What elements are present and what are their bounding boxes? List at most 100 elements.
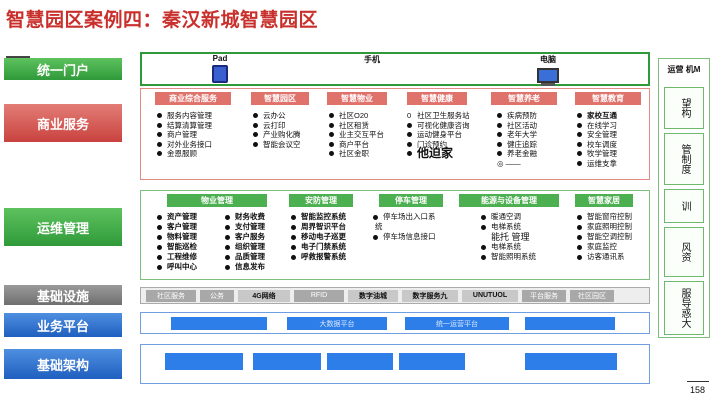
platform-panel: 大数据平台 统一运营平台 [140, 312, 650, 334]
business-header: 智慧健康 [407, 92, 467, 105]
right-box: 管制度 [664, 133, 704, 185]
category-portal: 统一门户 [4, 58, 122, 80]
category-ops: 运维管理 [4, 208, 122, 246]
right-box: 服导惑大 [664, 281, 704, 335]
ops-col-6: 智能窗帘控制 家庭照明控制 智能空调控制 家庭监控 访客通讯系 [577, 212, 632, 262]
list-item: 信息发布 [235, 262, 265, 271]
right-box: 风资 [664, 227, 704, 277]
list-item: 品质管理 [235, 252, 265, 261]
list-item: 暖通空调 [491, 212, 521, 221]
category-platform: 业务平台 [4, 313, 122, 337]
list-item: 门诊预约 [417, 139, 447, 149]
business-header: 智慧养老 [491, 92, 557, 105]
list-item: 业主交互平台 [339, 130, 384, 139]
list-item: 运动健身平台 [417, 130, 462, 139]
list-item: 商户平台 [339, 139, 369, 149]
arch-box [253, 353, 321, 370]
list-item: 安全管理 [587, 130, 617, 139]
page-number: 158 [690, 385, 706, 395]
list-item: 能托 管理 [491, 232, 530, 242]
ops-col-2: 财务收费 支付管理 客户服务 组织管理 品质管理 信息发布 [225, 212, 265, 272]
portal-label-phone: 手机 [364, 55, 380, 64]
business-header: 商业综合服务 [155, 92, 231, 105]
list-item: 停车场信息接口 [383, 232, 436, 241]
infra-panel: 社区服务 公务 4G网络 RFID 数字油城 数字服务九 UNUTUOL 平台服… [140, 287, 650, 304]
list-item: 产业购化腾 [263, 130, 301, 139]
category-infra: 基础设施 [4, 285, 122, 305]
list-item: 智能照明系统 [491, 252, 536, 261]
business-col-2: 云办公 云打印 产业购化腾 智能会议空 [253, 111, 301, 149]
list-item: 对外业务接口 [167, 139, 212, 149]
list-item: 财务收费 [235, 212, 265, 221]
list-marker: 0 [407, 111, 412, 120]
page-number-rule [687, 381, 709, 382]
business-col-6: 家校互通 在线学习 安全管理 校车调度 牧学管理 运维支拿 [577, 111, 617, 168]
list-item: 智能会议空 [263, 139, 301, 149]
ops-header: 物业管理 [167, 194, 267, 207]
list-item-extra: ◎ —— [497, 158, 521, 168]
list-item: 社区租赁 [339, 120, 369, 130]
platform-box: 大数据平台 [287, 317, 387, 330]
ops-header: 停车管理 [379, 194, 443, 207]
arch-box [327, 353, 393, 370]
list-item: 物料管理 [167, 232, 197, 241]
portal-item-phone: 手机 [364, 54, 380, 65]
portal-label-pad: Pad [212, 54, 228, 63]
list-item: 周界智识平台 [301, 222, 346, 231]
list-item: 家校互通 [587, 111, 617, 120]
category-business: 商业服务 [4, 104, 122, 142]
business-col-5: 疾病预防 社区活动 老年大学 健庄追踪 养老金融 ◎ —— [497, 111, 537, 168]
list-item: 他迫家 [417, 146, 454, 160]
list-item: 智能窗帘控制 [587, 212, 632, 221]
list-item: 电梯系统 [491, 242, 521, 251]
business-col-1: 服务内容管理 结算清算管理 商户管理 对外业务接口 金恩服顾 [157, 111, 212, 159]
list-item: 智能空调控制 [587, 232, 632, 241]
platform-box: 统一运营平台 [405, 317, 509, 330]
list-item: 电子门禁系统 [301, 242, 346, 251]
list-item: 牧学管理 [587, 149, 617, 158]
list-item: 服务内容管理 [167, 111, 212, 120]
ops-col-1: 资产管理 客户管理 物料管理 智能巡检 工程维修 呼叫中心 [157, 212, 197, 272]
ops-header: 能源与设备管理 [459, 194, 559, 207]
portal-label-computer: 电脑 [540, 55, 556, 64]
list-item: 健庄追踪 [507, 139, 537, 149]
right-column: 运营 机M 望构 管制度 训 风资 服导惑大 [658, 58, 710, 338]
list-item: 社区金职 [339, 149, 369, 158]
list-item: 家庭监控 [587, 242, 617, 251]
infra-chip: UNUTUOL [462, 289, 518, 302]
ops-header: 安防管理 [289, 194, 353, 207]
tablet-icon [212, 65, 228, 83]
arch-panel [140, 344, 650, 384]
infra-chip: 平台服务 [522, 289, 566, 302]
list-item: 客户管理 [167, 222, 197, 231]
ops-header: 智慧家居 [575, 194, 633, 207]
list-item: 疾病预防 [507, 111, 537, 120]
ops-col-3: 智能监控系统 周界智识平台 移动电子巡更 电子门禁系统 呼救报警系统 [291, 212, 346, 262]
arch-box [525, 353, 617, 370]
arch-box [399, 353, 465, 370]
title-underline [6, 56, 30, 58]
infra-chip: RFID [294, 289, 344, 302]
right-box: 望构 [664, 87, 704, 129]
list-item: 呼叫中心 [167, 262, 197, 271]
ops-panel: 物业管理 安防管理 停车管理 能源与设备管理 智慧家居 资产管理 客户管理 物料… [140, 190, 650, 280]
list-item: 呼救报警系统 [301, 252, 346, 261]
arch-box [165, 353, 243, 370]
platform-box [171, 317, 267, 330]
category-arch: 基础架构 [4, 349, 122, 379]
platform-box [525, 317, 615, 330]
business-panel: 商业综合服务 智慧园区 智慧物业 智慧健康 智慧养老 智慧教育 服务内容管理 结… [140, 88, 650, 180]
list-item: 客户服务 [235, 232, 265, 241]
business-header: 智慧教育 [575, 92, 641, 105]
list-item: 运维支拿 [587, 158, 617, 168]
computer-stand-icon [541, 83, 555, 86]
list-item: 金恩服顾 [167, 149, 197, 158]
business-header: 智慧物业 [327, 92, 387, 105]
list-item: 社区卫生服务站 [417, 111, 470, 120]
list-item: 移动电子巡更 [301, 232, 346, 241]
list-item: 社区活动 [507, 120, 537, 130]
list-item: 养老金融 [507, 149, 537, 158]
list-item: 云办公 [263, 111, 286, 120]
ops-col-4: 停车场出入口系 统 停车场信息接口 [373, 212, 436, 242]
